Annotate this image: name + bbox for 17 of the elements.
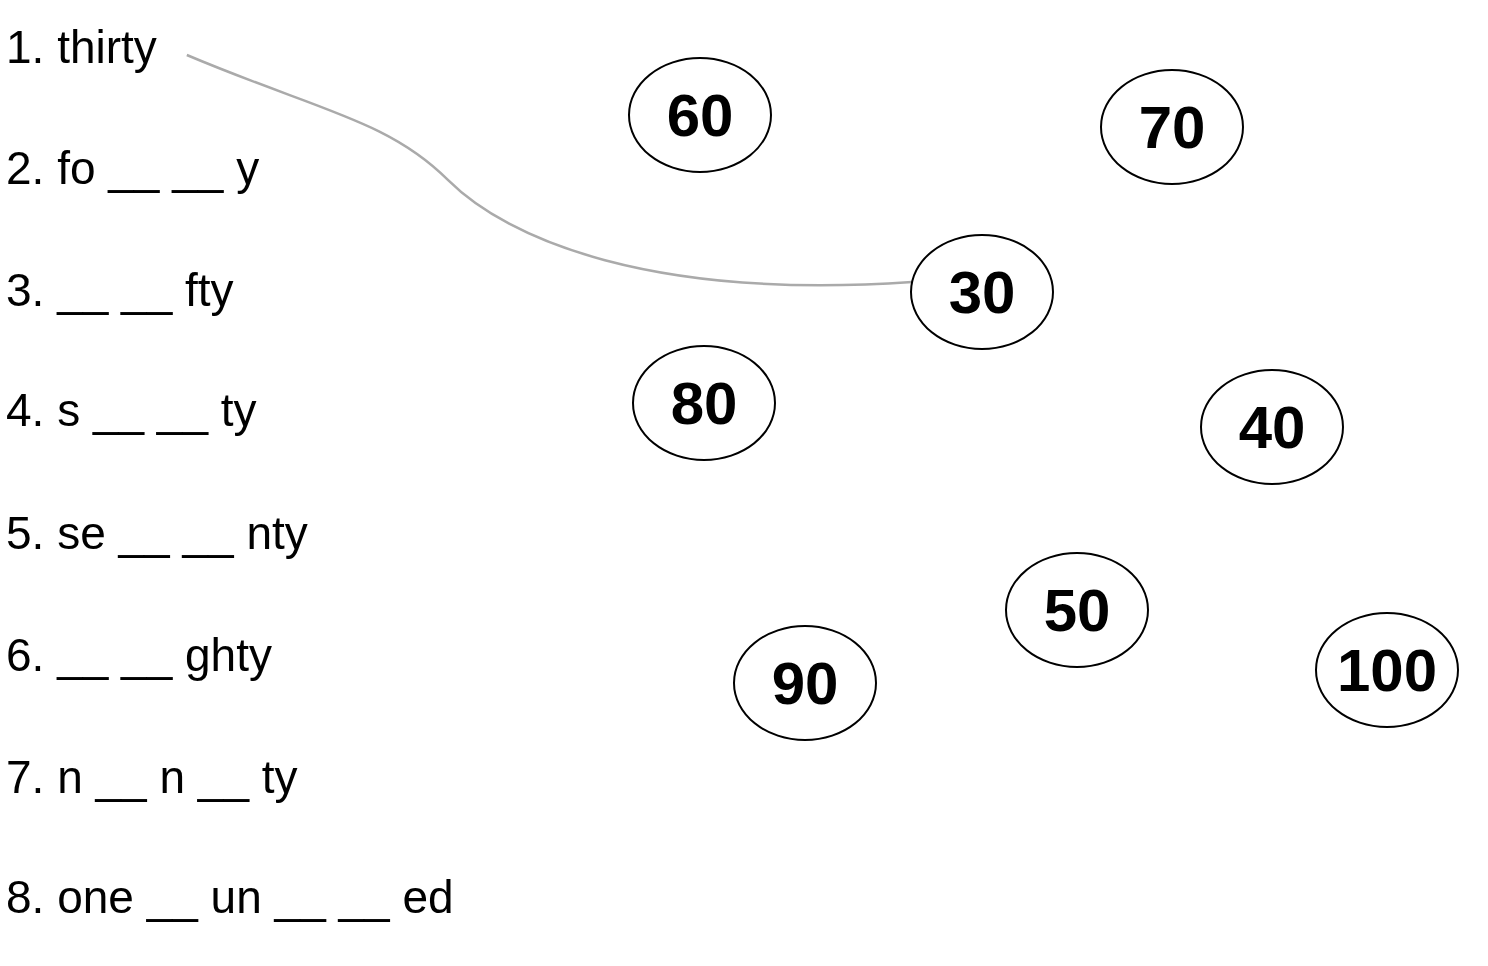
exercise-item: 8. one __ un __ __ ed xyxy=(6,867,484,927)
number-oval: 80 xyxy=(632,345,776,461)
exercise-item: 5. se __ __ nty xyxy=(6,503,338,563)
number-oval: 30 xyxy=(910,234,1054,350)
number-oval: 70 xyxy=(1100,69,1244,185)
number-oval: 40 xyxy=(1200,369,1344,485)
number-oval: 100 xyxy=(1315,612,1459,728)
number-oval: 90 xyxy=(733,625,877,741)
exercise-item: 4. s __ __ ty xyxy=(6,380,287,440)
exercise-item: 6. __ __ ghty xyxy=(6,625,302,685)
number-oval: 50 xyxy=(1005,552,1149,668)
exercise-item: 1. thirty xyxy=(6,17,187,77)
exercise-item: 2. fo __ __ y xyxy=(6,138,290,198)
exercise-item: 3. __ __ fty xyxy=(6,260,264,320)
connector-line xyxy=(186,53,913,287)
exercise-item: 7. n __ n __ ty xyxy=(6,747,328,807)
number-oval: 60 xyxy=(628,57,772,173)
